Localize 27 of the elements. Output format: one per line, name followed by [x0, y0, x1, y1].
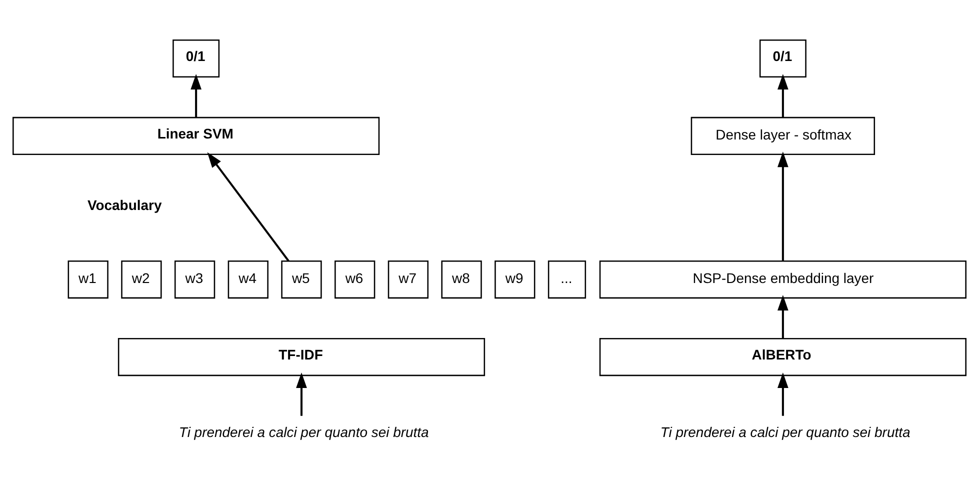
- arrow: [778, 73, 788, 117]
- node-box: 0/1: [759, 38, 806, 78]
- arrow: [296, 372, 307, 416]
- node-box: 0/1: [172, 38, 220, 78]
- arrow: [778, 372, 788, 416]
- node-box: Dense layer - softmax: [690, 116, 876, 155]
- node-box: w9: [494, 260, 536, 298]
- node-box: TF-IDF: [118, 337, 486, 376]
- node-box: Linear SVM: [12, 116, 380, 155]
- node-box: w2: [121, 260, 162, 298]
- arrow: [778, 151, 788, 260]
- node-box: NSP-Dense embedding layer: [599, 260, 966, 298]
- arrow: [190, 73, 202, 117]
- node-box: AlBERTo: [599, 337, 966, 376]
- node-box: w4: [228, 260, 268, 298]
- node-box: w7: [388, 260, 429, 298]
- node-box: w1: [68, 260, 108, 298]
- node-text: Ti prenderei a calci per quanto sei brutta: [178, 423, 429, 440]
- label: Vocabulary: [87, 196, 162, 213]
- node-box: w5: [281, 260, 322, 298]
- arrow: [778, 294, 788, 338]
- node-box: w8: [441, 260, 482, 298]
- node-text: Ti prenderei a calci per quanto sei brutta: [660, 423, 910, 440]
- arrow: [207, 152, 290, 262]
- node-box: w6: [334, 260, 376, 298]
- node-box: w3: [174, 260, 216, 298]
- node-box: ...: [548, 260, 586, 298]
